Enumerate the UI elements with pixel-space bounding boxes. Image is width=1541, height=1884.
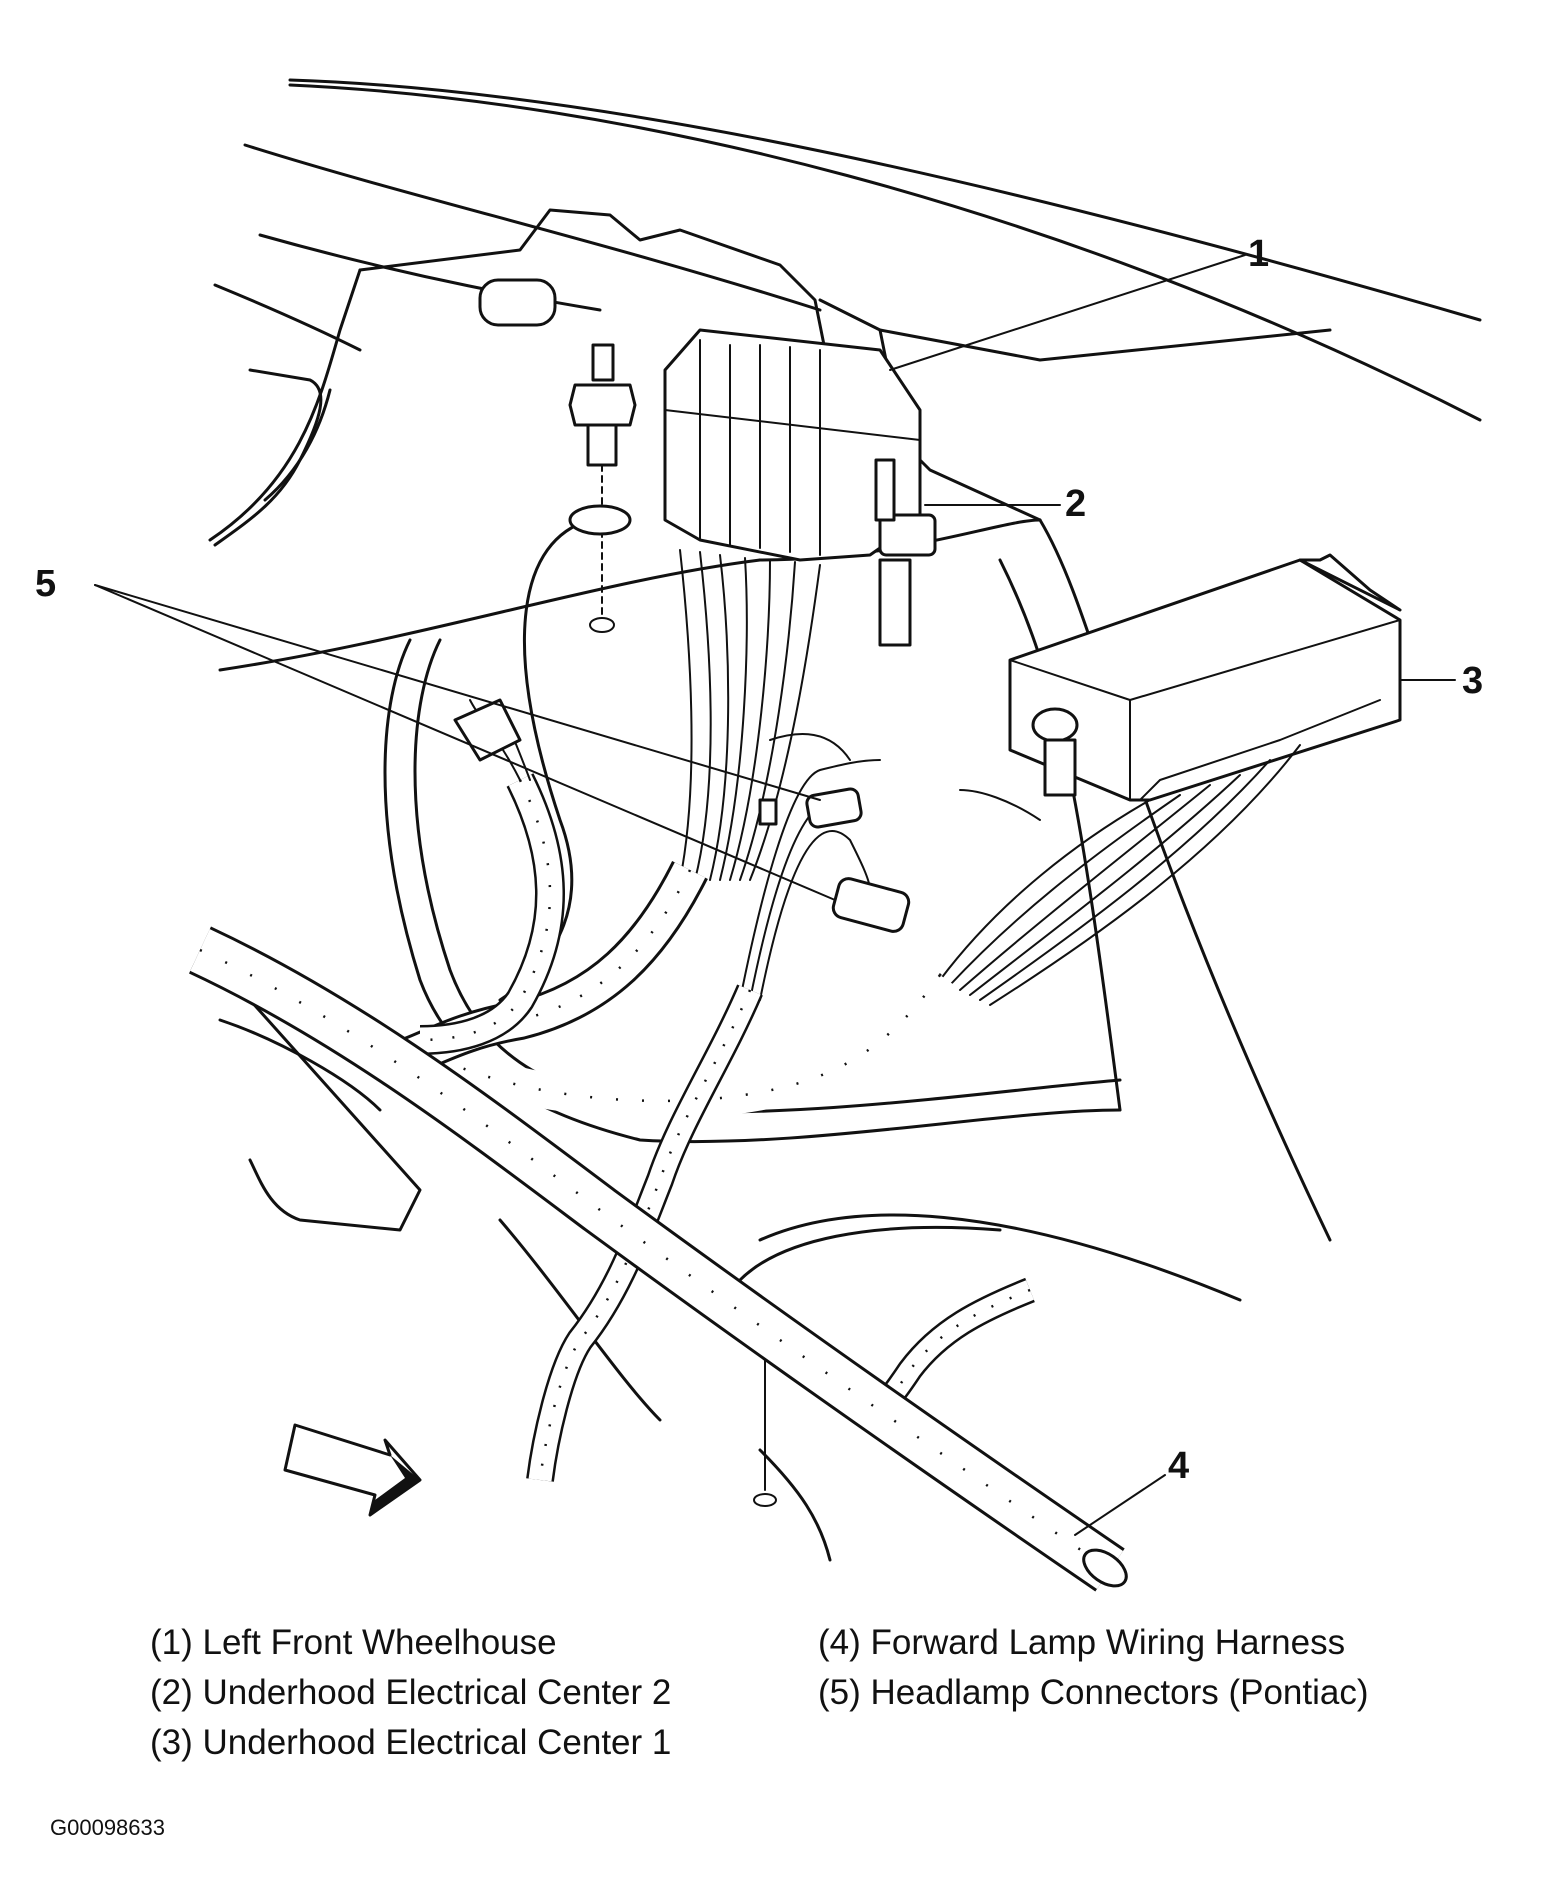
legend-item-2: (2) Underhood Electrical Center 2 <box>150 1673 672 1712</box>
callout-3: 3 <box>1462 660 1484 702</box>
callout-2: 2 <box>1065 483 1087 525</box>
callout-4: 4 <box>1168 1445 1190 1487</box>
underhood-electrical-center-2 <box>663 328 937 647</box>
legend-item-3: (3) Underhood Electrical Center 1 <box>150 1723 672 1762</box>
headlamp-connector-wires <box>739 733 881 1001</box>
front-direction-arrow-icon <box>283 1423 422 1517</box>
callout-5: 5 <box>35 563 57 605</box>
leader-4 <box>1074 1474 1166 1536</box>
leader-5b <box>94 584 836 901</box>
strut-cap <box>478 278 557 327</box>
legend-item-4: (4) Forward Lamp Wiring Harness <box>818 1623 1346 1662</box>
legend-item-5: (5) Headlamp Connectors (Pontiac) <box>818 1673 1369 1712</box>
figure-id: G00098633 <box>50 1815 165 1840</box>
callout-1: 1 <box>1248 233 1270 275</box>
legend-column-left: (1) Left Front Wheelhouse (2) Underhood … <box>150 1618 671 1768</box>
leader-1 <box>889 254 1246 371</box>
legend-column-right: (4) Forward Lamp Wiring Harness (5) Head… <box>818 1618 1369 1718</box>
ring-terminal <box>568 504 632 536</box>
uec1-wire-bundle <box>939 744 1301 1006</box>
legend-item-1: (1) Left Front Wheelhouse <box>150 1623 557 1662</box>
ground-stud <box>568 343 637 633</box>
hood-edge-line <box>288 78 1482 322</box>
headlamp-connector-lower <box>831 877 911 933</box>
leader-5a <box>94 584 821 801</box>
wiring-diagram: 1 2 3 4 5 <box>35 78 1484 1592</box>
callout-leaders <box>94 254 1456 1536</box>
diagram-drawing <box>94 78 1482 1592</box>
forward-lamp-wiring-harness <box>188 926 1128 1592</box>
ground-hole <box>753 1493 777 1507</box>
wheelhouse-arch <box>218 558 762 672</box>
headlamp-connector-upper <box>758 787 863 829</box>
uec2-wire-bundle <box>679 549 821 881</box>
underhood-electrical-center-1 <box>1008 553 1402 802</box>
legend: (1) Left Front Wheelhouse (2) Underhood … <box>150 1618 1450 1768</box>
